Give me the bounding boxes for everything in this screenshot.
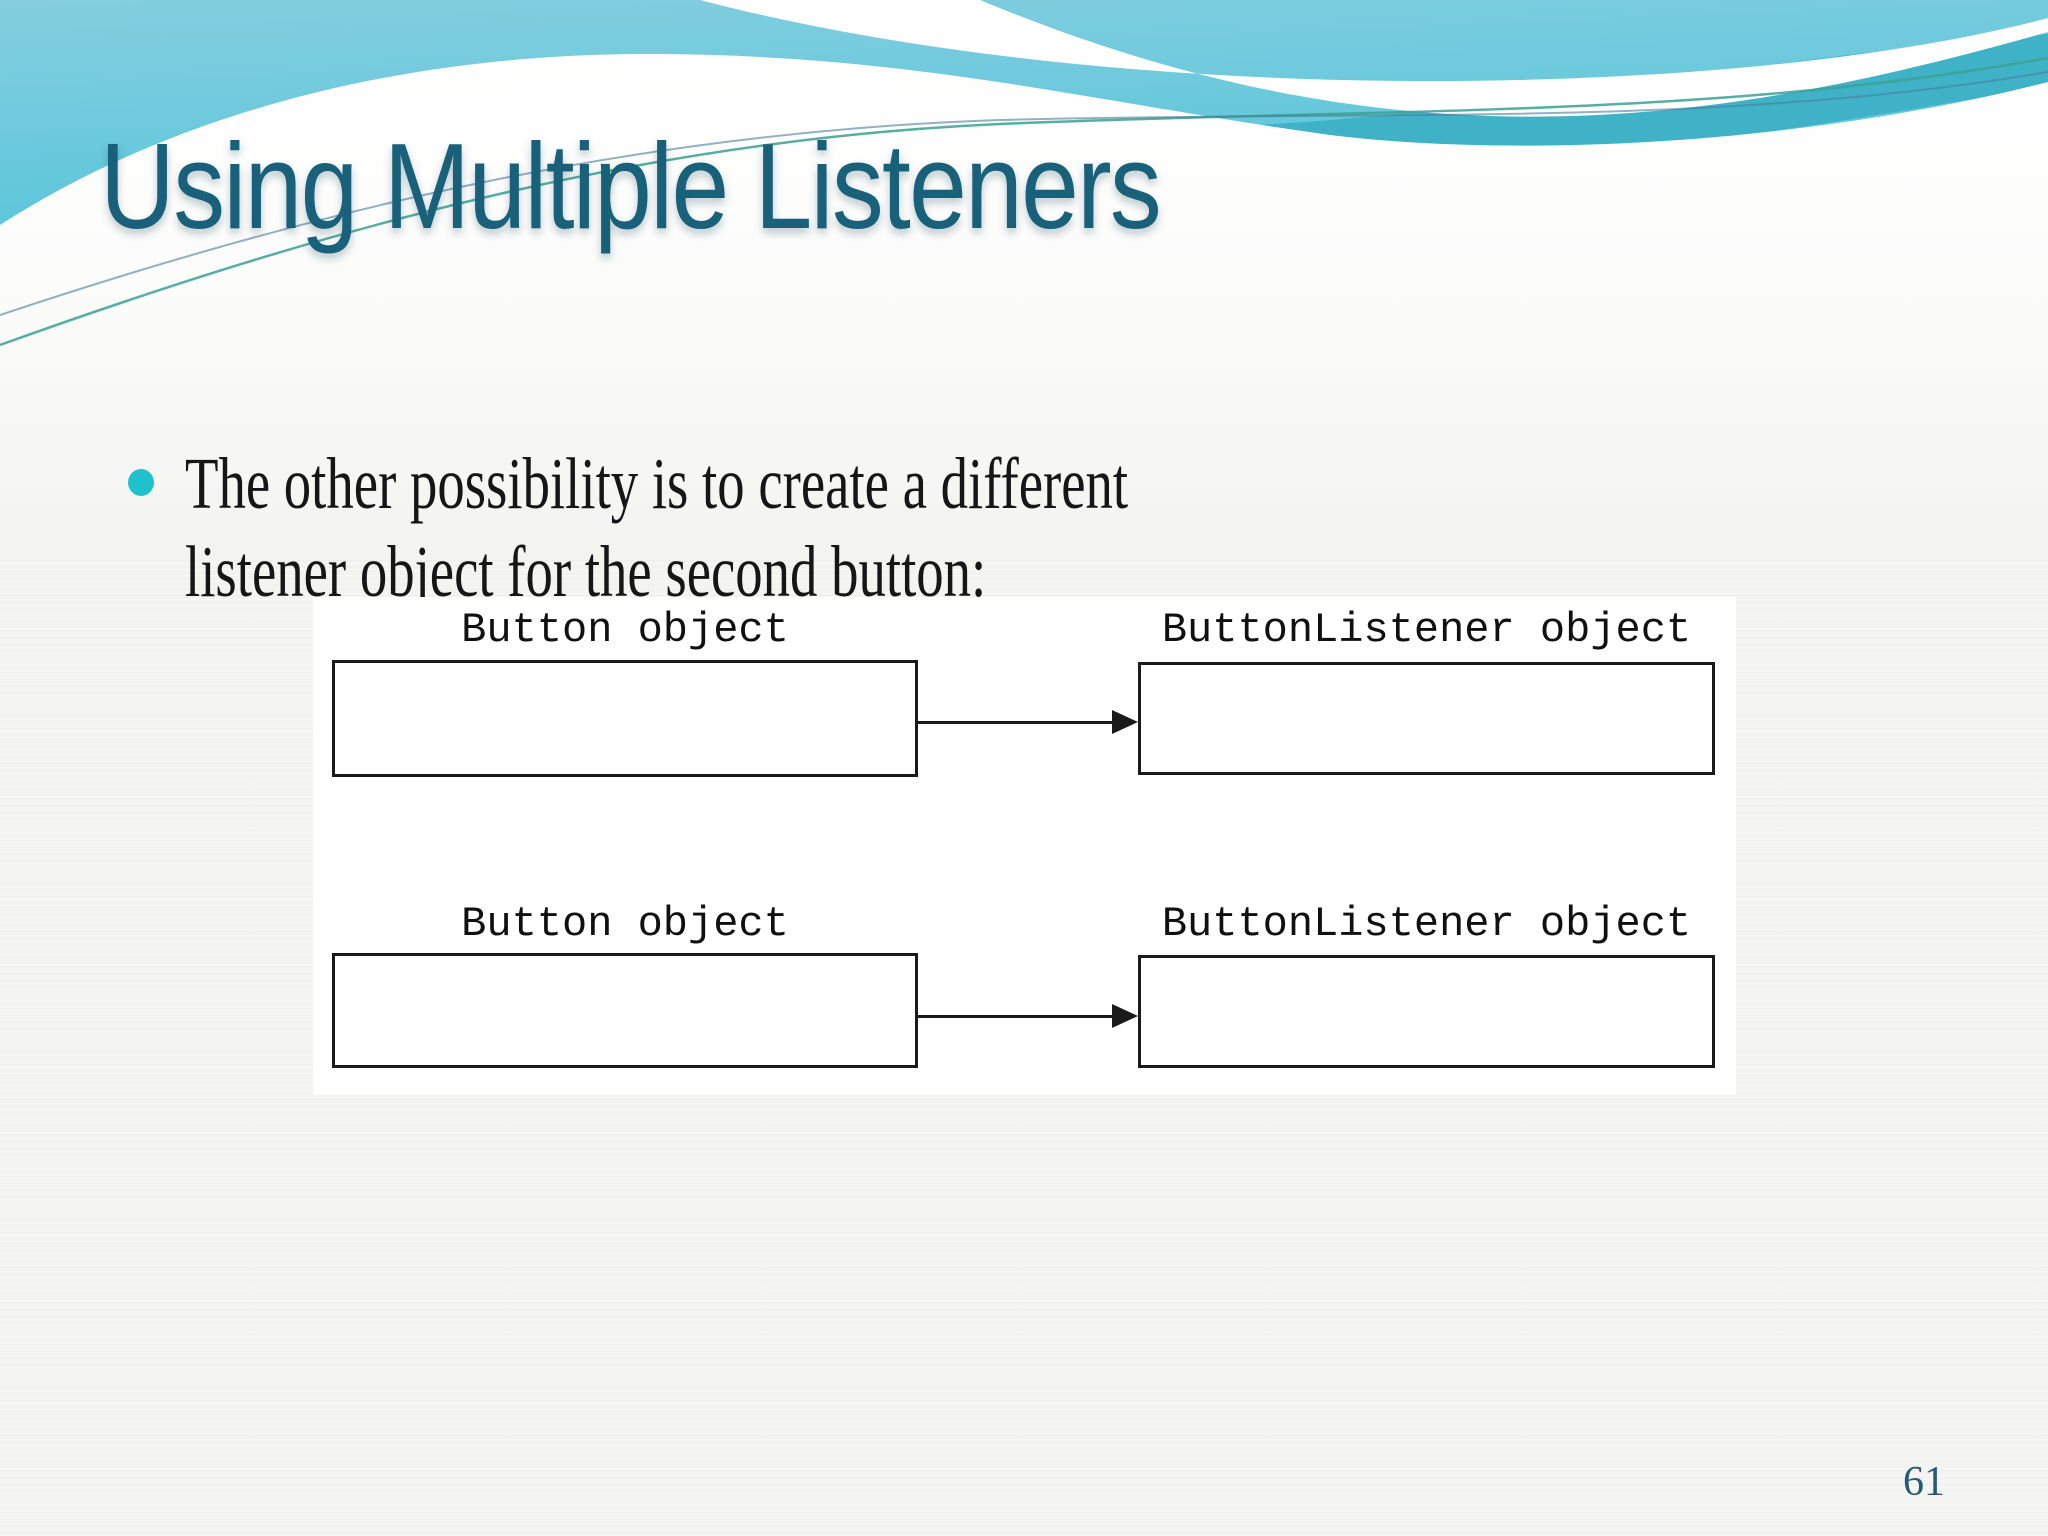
bullet-text: The other possibility is to create a dif… bbox=[185, 440, 1460, 616]
white-ribbon-wave bbox=[700, 0, 2048, 117]
bullet-line-1: The other possibility is to create a dif… bbox=[185, 443, 1129, 524]
diagram-image: Button object ButtonListener object Butt… bbox=[313, 597, 1736, 1095]
button-object-label: Button object bbox=[461, 606, 789, 654]
buttonlistener-object-label: ButtonListener object bbox=[1161, 606, 1692, 654]
buttonlistener-object-box bbox=[1138, 662, 1715, 775]
arrow-line bbox=[918, 1015, 1116, 1018]
page-number: 61 bbox=[1903, 1459, 1945, 1505]
slide-title: Using Multiple Listeners bbox=[100, 118, 1162, 254]
bullet-marker bbox=[128, 469, 154, 496]
arrow-head-icon bbox=[1112, 1004, 1138, 1028]
button-object-box bbox=[332, 953, 918, 1068]
buttonlistener-object-label: ButtonListener object bbox=[1161, 900, 1692, 948]
arrow-line bbox=[918, 721, 1116, 724]
header-wave-decoration bbox=[0, 0, 2048, 560]
accent-line-green bbox=[0, 56, 2048, 347]
arrow-connector bbox=[918, 709, 1142, 736]
button-object-box bbox=[332, 660, 918, 777]
arrow-head-icon bbox=[1112, 710, 1138, 734]
button-object-label: Button object bbox=[461, 900, 789, 948]
buttonlistener-object-box bbox=[1138, 955, 1715, 1068]
white-foreground-wave bbox=[0, 53, 2048, 560]
accent-line-blue bbox=[0, 71, 2048, 316]
arrow-connector bbox=[918, 1003, 1142, 1030]
